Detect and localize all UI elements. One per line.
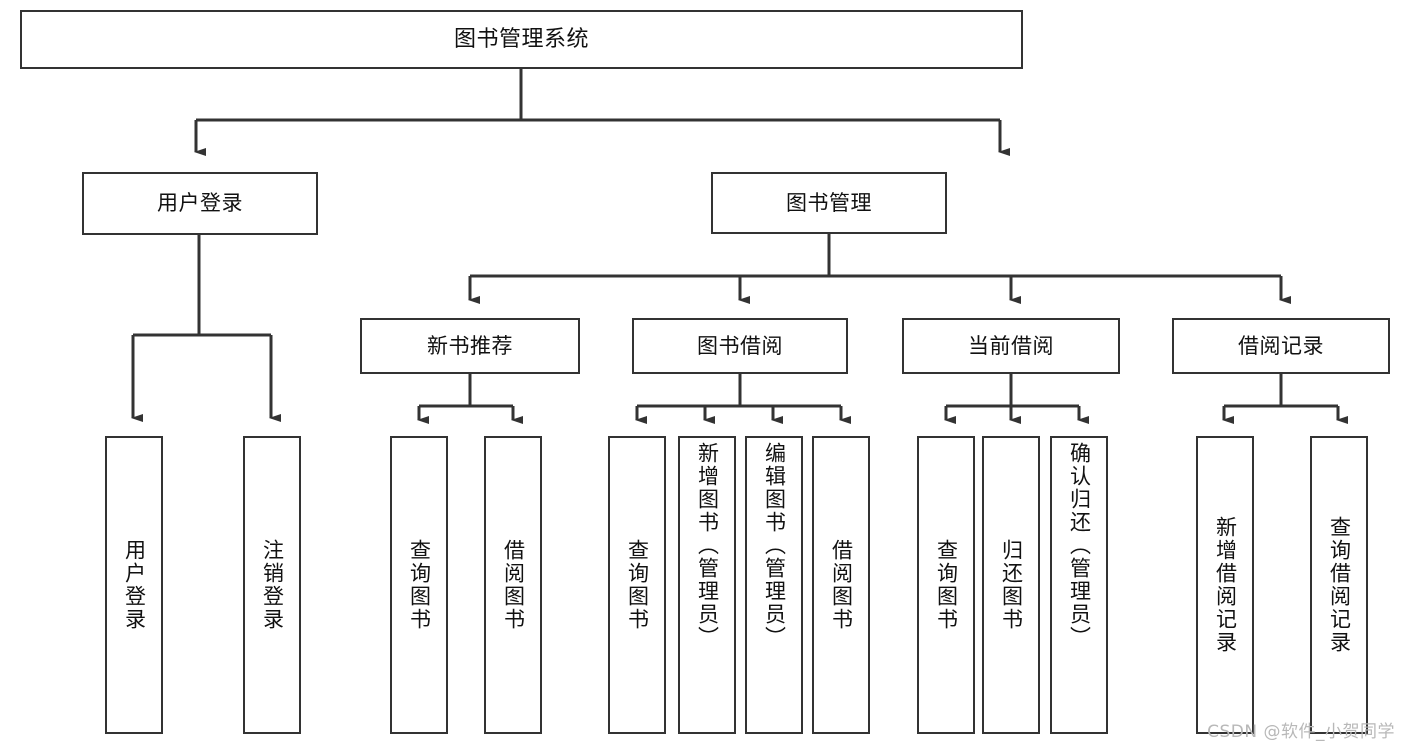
node-new-book-recommend[interactable]: 新书推荐 bbox=[360, 318, 580, 374]
node-root-system[interactable]: 图书管理系统 bbox=[20, 10, 1023, 69]
node-leaf-user-login[interactable]: 用户登录 bbox=[105, 436, 163, 734]
node-label: 新增图书（管理员） bbox=[695, 442, 720, 649]
node-label: 查询图书 bbox=[407, 539, 432, 631]
node-leaf-logout-login[interactable]: 注销登录 bbox=[243, 436, 301, 734]
node-label: 注销登录 bbox=[260, 539, 285, 631]
node-leaf-edit-book-admin[interactable]: 编辑图书（管理员） bbox=[745, 436, 803, 734]
node-leaf-borrow-book-recommend[interactable]: 借阅图书 bbox=[484, 436, 542, 734]
node-user-login[interactable]: 用户登录 bbox=[82, 172, 318, 235]
node-label: 查询借阅记录 bbox=[1327, 516, 1352, 654]
node-leaf-query-book-current[interactable]: 查询图书 bbox=[917, 436, 975, 734]
node-label: 用户登录 bbox=[157, 191, 243, 216]
node-label: 借阅记录 bbox=[1238, 333, 1324, 358]
node-leaf-return-book[interactable]: 归还图书 bbox=[982, 436, 1040, 734]
node-book-borrow[interactable]: 图书借阅 bbox=[632, 318, 848, 374]
node-label: 查询图书 bbox=[934, 539, 959, 631]
node-borrow-record[interactable]: 借阅记录 bbox=[1172, 318, 1390, 374]
node-label: 借阅图书 bbox=[829, 539, 854, 631]
node-label: 图书借阅 bbox=[697, 333, 783, 358]
node-label: 图书管理 bbox=[786, 190, 872, 215]
node-label: 归还图书 bbox=[999, 539, 1024, 631]
node-leaf-confirm-return-admin[interactable]: 确认归还（管理员） bbox=[1050, 436, 1108, 734]
node-label: 查询图书 bbox=[625, 539, 650, 631]
node-label: 确认归还（管理员） bbox=[1067, 442, 1092, 649]
node-leaf-query-book-borrow[interactable]: 查询图书 bbox=[608, 436, 666, 734]
watermark-text: CSDN @软件_小贺同学 bbox=[1207, 722, 1395, 742]
node-label: 用户登录 bbox=[122, 539, 147, 631]
node-label: 新增借阅记录 bbox=[1213, 516, 1238, 654]
node-leaf-query-book-recommend[interactable]: 查询图书 bbox=[390, 436, 448, 734]
node-leaf-add-borrow-record[interactable]: 新增借阅记录 bbox=[1196, 436, 1254, 734]
node-leaf-add-book-admin[interactable]: 新增图书（管理员） bbox=[678, 436, 736, 734]
node-label: 借阅图书 bbox=[501, 539, 526, 631]
node-book-management[interactable]: 图书管理 bbox=[711, 172, 947, 234]
node-label: 编辑图书（管理员） bbox=[762, 442, 787, 649]
node-current-borrow[interactable]: 当前借阅 bbox=[902, 318, 1120, 374]
node-leaf-query-borrow-record[interactable]: 查询借阅记录 bbox=[1310, 436, 1368, 734]
node-label: 新书推荐 bbox=[427, 333, 513, 358]
node-leaf-borrow-book[interactable]: 借阅图书 bbox=[812, 436, 870, 734]
node-label: 当前借阅 bbox=[968, 333, 1054, 358]
node-label: 图书管理系统 bbox=[453, 26, 589, 52]
